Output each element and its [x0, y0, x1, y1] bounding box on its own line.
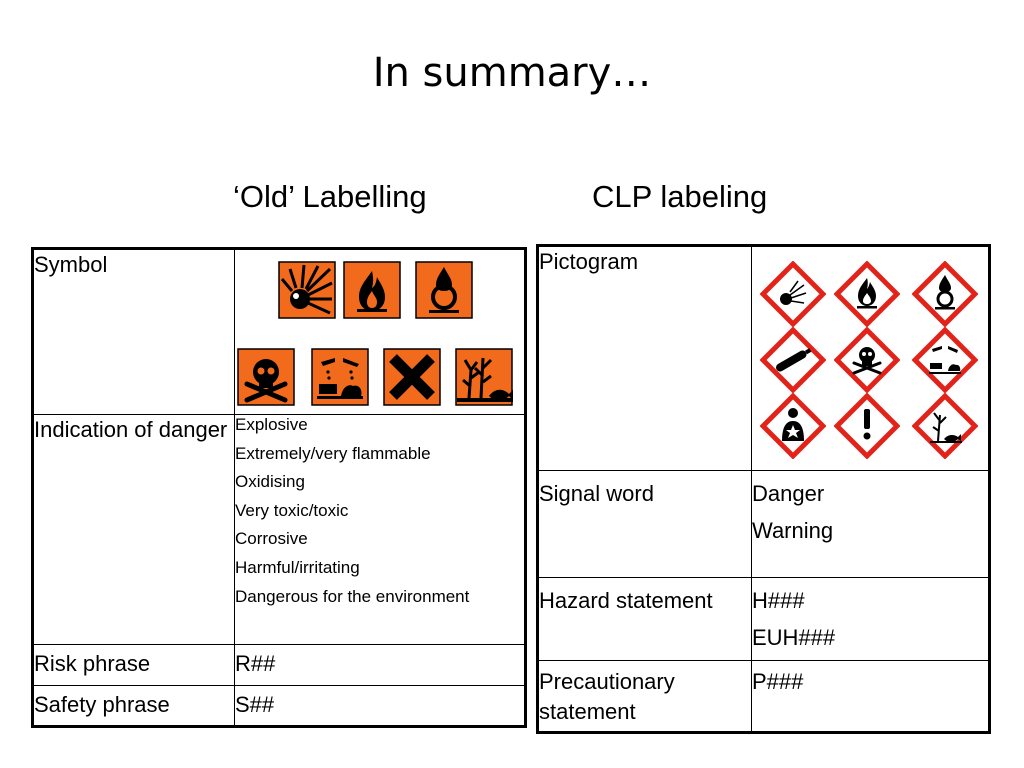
- signal-word-danger: Danger: [752, 481, 825, 506]
- danger-item: Dangerous for the environment: [235, 586, 470, 606]
- hazard-code: H###: [752, 588, 805, 613]
- corrosion-icon: [912, 327, 978, 393]
- gas-cylinder-icon: [760, 327, 826, 393]
- safety-row-label: Safety phrase: [32, 685, 235, 727]
- signal-word-warning: Warning: [752, 518, 834, 543]
- skull-crossbones-icon: [237, 348, 295, 406]
- risk-row-label: Risk phrase: [32, 644, 235, 686]
- danger-item: Explosive: [235, 415, 308, 434]
- symbol-cell: [234, 248, 526, 415]
- danger-list: Explosive Extremely/very flammable Oxidi…: [234, 414, 526, 645]
- danger-item: Extremely/very flammable: [235, 443, 431, 463]
- hazard-statement-values: H### EUH###: [751, 577, 990, 661]
- precautionary-statement-row-label: Precautionary statement: [537, 660, 752, 733]
- dead-tree-fish-icon: [455, 348, 513, 406]
- signal-word-values: Danger Warning: [751, 470, 990, 578]
- old-labelling-heading: ‘Old’ Labelling: [233, 179, 427, 214]
- flame-icon: [834, 261, 900, 327]
- safety-value: S##: [234, 685, 526, 727]
- euh-code: EUH###: [752, 625, 836, 650]
- explosive-icon: [278, 261, 336, 319]
- danger-item: Harmful/irritating: [235, 557, 360, 577]
- oxidising-icon: [415, 261, 473, 319]
- old-labelling-table: Symbol Indication o: [31, 247, 527, 728]
- clp-labeling-table: Pictogram: [536, 244, 991, 734]
- health-hazard-icon: [760, 393, 826, 459]
- precautionary-code: P###: [751, 660, 990, 733]
- pictogram-cell: [751, 245, 990, 471]
- danger-item: Very toxic/toxic: [235, 500, 349, 520]
- danger-item: Oxidising: [235, 472, 305, 492]
- harmful-x-icon: [383, 348, 441, 406]
- symbol-row-label: Symbol: [32, 248, 235, 415]
- clp-labeling-heading: CLP labeling: [592, 179, 768, 214]
- risk-value: R##: [234, 644, 526, 686]
- flame-over-circle-icon: [912, 261, 978, 327]
- danger-item: Corrosive: [235, 529, 308, 549]
- exclamation-mark-icon: [834, 393, 900, 459]
- hazard-statement-row-label: Hazard statement: [537, 577, 752, 661]
- flame-icon: [343, 261, 401, 319]
- exploding-bomb-icon: [760, 261, 826, 327]
- signal-word-row-label: Signal word: [537, 470, 752, 578]
- indication-row-label: Indication of danger: [32, 414, 235, 645]
- skull-crossbones-icon: [834, 327, 900, 393]
- pictogram-row-label: Pictogram: [537, 245, 752, 471]
- slide-title: In summary…: [372, 50, 652, 96]
- environment-icon: [912, 393, 978, 459]
- corrosive-icon: [311, 348, 369, 406]
